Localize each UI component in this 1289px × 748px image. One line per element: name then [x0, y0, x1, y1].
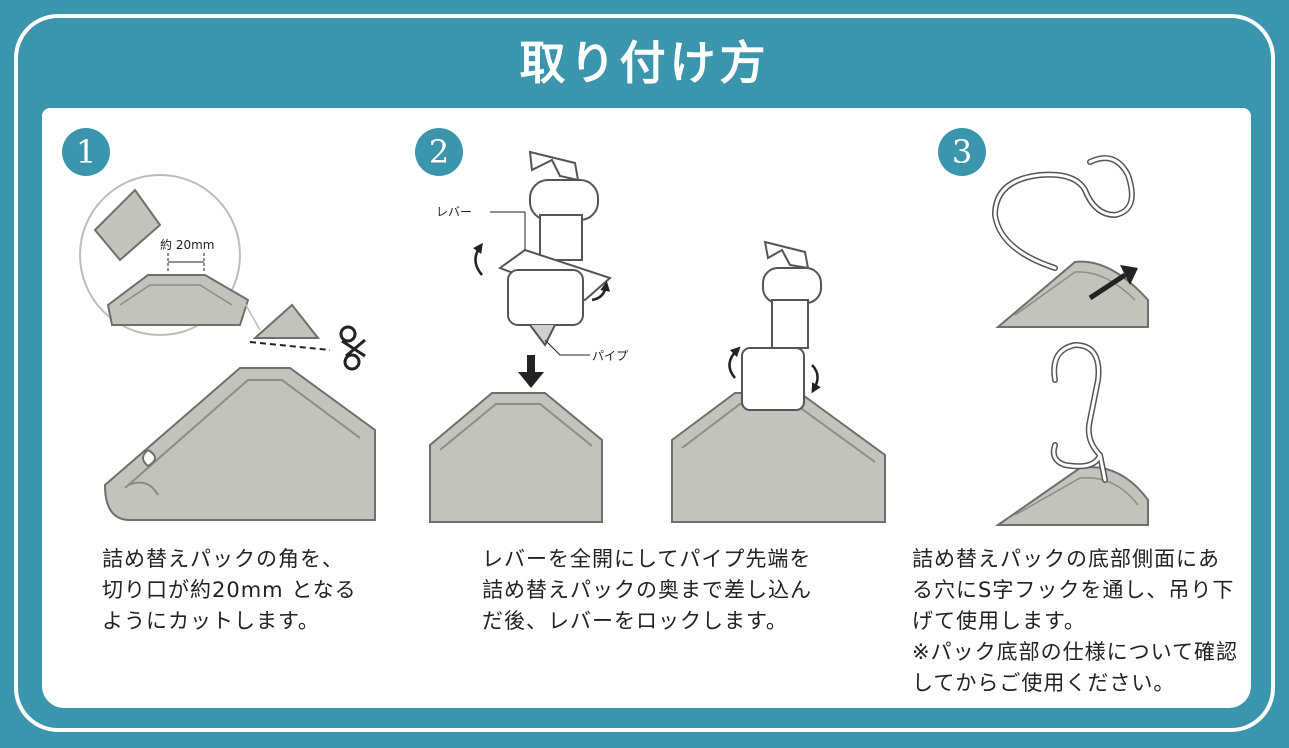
step-1-description: 詰め替えパックの角を、 切り口が約20mm となる ようにカットします。	[102, 547, 357, 633]
step-2-number: 2	[415, 128, 463, 176]
outer-frame	[14, 14, 1275, 732]
step-3-description: 詰め替えパックの底部側面にあ る穴にS字フックを通し、吊り下 げて使用します。 …	[912, 547, 1238, 695]
rotate-arrow-icon-right2	[811, 364, 821, 394]
step-3-number: 3	[938, 128, 986, 176]
pipe-label: パイプ	[592, 349, 629, 363]
s-hook-hanging-highlight	[1052, 343, 1107, 482]
step2-pack-right	[671, 240, 886, 523]
rotate-arrow-icon	[473, 242, 483, 276]
step1-pack-illustration	[103, 367, 376, 521]
lever-label: レバー	[436, 205, 473, 219]
step2-pack-left	[429, 392, 603, 523]
cut-width-callout: 約 20mm	[160, 238, 215, 252]
step3-bottom-pack	[994, 466, 1149, 526]
rotate-arrow-icon-left2	[728, 346, 741, 379]
step-2-description: レバーを全開にしてパイプ先端を 詰め替えパックの奥まで差し込ん だ後、レバーをロ…	[482, 547, 812, 633]
page-title: 取り付け方	[519, 36, 770, 90]
step1-zoom-circle	[79, 174, 250, 336]
step3-top-pack	[995, 260, 1149, 328]
step-1-number: 1	[62, 128, 110, 176]
step2-valve	[497, 150, 612, 347]
down-arrow-icon	[518, 355, 544, 388]
scissors-icon	[339, 325, 366, 371]
rotate-arrow-icon-right	[591, 281, 611, 302]
direction-arrow-icon	[1088, 265, 1138, 301]
s-hook-highlight	[993, 156, 1134, 270]
pipe-leader-line	[544, 339, 590, 356]
step1-cut-corner	[241, 297, 331, 351]
